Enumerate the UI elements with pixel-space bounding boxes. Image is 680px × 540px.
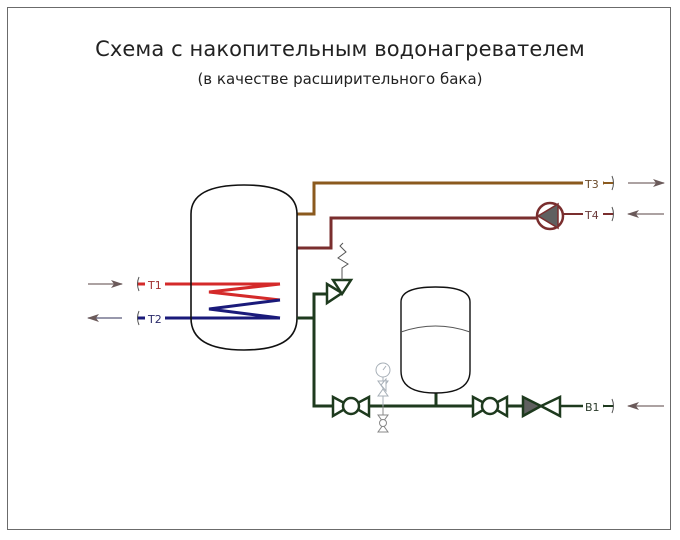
- circulation-pump-icon: [535, 201, 565, 231]
- connection-marks: [137, 175, 614, 414]
- connection-stubs: [604, 182, 613, 407]
- safety-valve-icon: [325, 242, 354, 306]
- ball-valve-2-icon[interactable]: [471, 394, 509, 419]
- water-heater-icon: [190, 184, 298, 351]
- label-b1: B1: [585, 401, 600, 414]
- cold-water-pipe: [297, 292, 604, 408]
- flow-arrows: [87, 179, 665, 410]
- check-valve-icon: [521, 394, 562, 419]
- label-t3: T3: [584, 178, 599, 191]
- pressure-gauge-icon: [375, 362, 391, 406]
- expansion-tank-icon: [400, 286, 471, 394]
- ball-valve-1-icon[interactable]: [331, 394, 371, 419]
- hot-water-pipe: [297, 181, 604, 216]
- diagram-frame: [7, 7, 671, 530]
- label-t2: T2: [147, 313, 162, 326]
- diagram-subtitle: (в качестве расширительного бака): [197, 70, 483, 88]
- diagram-title: Схема с накопительным водонагревателем: [95, 37, 585, 61]
- drain-valve-icon[interactable]: [377, 406, 389, 433]
- label-t4: T4: [584, 209, 599, 222]
- label-t1: T1: [147, 279, 162, 292]
